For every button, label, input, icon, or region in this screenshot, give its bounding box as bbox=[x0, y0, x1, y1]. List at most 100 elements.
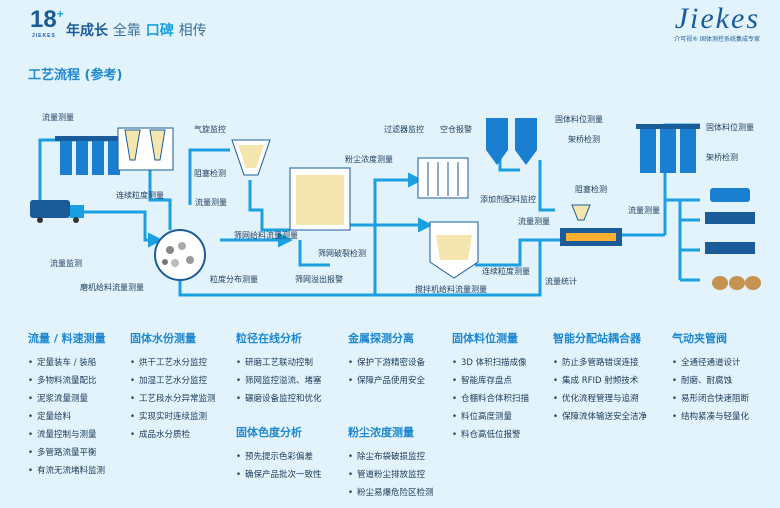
slogan-part-a: 年成长 bbox=[66, 23, 108, 39]
pipe-q bbox=[680, 198, 700, 282]
label-continuous-particle-1: 连续粒度测量 bbox=[116, 191, 164, 200]
list-item: 研磨工艺联动控制 bbox=[236, 354, 322, 372]
list-item: 智能库存盘点 bbox=[452, 372, 529, 390]
label-filter-monitor: 过滤器监控 bbox=[384, 125, 424, 134]
logo-tagline: 介可视® 固体测控系统集成专家 bbox=[674, 36, 760, 43]
pipe-c bbox=[148, 160, 172, 230]
extruder-icon bbox=[560, 204, 622, 246]
label-continuous-particle-2: 连续粒度测量 bbox=[482, 267, 530, 276]
list-item: 集成 RFID 射频技术 bbox=[553, 372, 647, 390]
list-item: 定量给料 bbox=[28, 408, 106, 426]
label-empty-bin: 空仓报警 bbox=[440, 125, 472, 134]
list-item: 流量控制与测量 bbox=[28, 426, 106, 444]
label-level-measure-2: 固体料位测量 bbox=[706, 123, 754, 132]
pipe-n bbox=[475, 238, 560, 267]
list-item: 除尘布袋破损监控 bbox=[348, 448, 434, 466]
slogan-part-b: 全靠 bbox=[112, 23, 141, 39]
list-item: 泥浆流量测量 bbox=[28, 390, 106, 408]
label-flow-measure-4: 流量测量 bbox=[628, 206, 660, 215]
list-item: 成品水分质检 bbox=[130, 426, 216, 444]
feature-dust: 粉尘浓度测量 除尘布袋破损监控 管道粉尘排放监控 粉尘易爆危险区检测 bbox=[348, 424, 434, 502]
slogan: 年成长 全靠 口碑 相传 bbox=[66, 20, 207, 40]
slogan-part-c: 口碑 bbox=[145, 23, 174, 39]
feature-pinch-valve: 气动夹管阀 全通径通道设计 耐磨、耐腐蚀 易形闭合快速阻断 结构紧凑与轻量化 bbox=[672, 330, 749, 426]
label-additive-dosing: 添加剂配料监控 bbox=[480, 195, 536, 204]
list-item: 全通径通道设计 bbox=[672, 354, 749, 372]
label-cyclone-monitor: 气旋监控 bbox=[194, 125, 226, 134]
label-mill-feed-flow: 磨机给料流量测量 bbox=[80, 283, 144, 292]
list-item: 料仓高低位报警 bbox=[452, 426, 529, 444]
pipe-o bbox=[190, 240, 542, 297]
list-item: 料位高度测量 bbox=[452, 408, 529, 426]
mixer-icon bbox=[429, 221, 479, 279]
feature-metal: 金属探测分离 保护下游精密设备 保障产品使用安全 bbox=[348, 330, 425, 390]
pipe-d bbox=[188, 148, 230, 205]
pipe-l bbox=[538, 160, 555, 212]
anniversary-badge: 18+ JIEKES bbox=[30, 6, 64, 39]
cyclone-icon bbox=[231, 139, 271, 176]
slogan-part-d: 相传 bbox=[178, 23, 207, 39]
pipe-g bbox=[298, 240, 330, 267]
label-blockage-2: 阻塞检测 bbox=[575, 185, 607, 194]
list-item: 3D 体积扫描成像 bbox=[452, 354, 529, 372]
list-item: 保障产品使用安全 bbox=[348, 372, 425, 390]
feature-particle: 粒径在线分析 研磨工艺联动控制 筛网监控溢流、堵塞 碾磨设备监控和优化 bbox=[236, 330, 322, 408]
ball-mill-icon bbox=[154, 229, 206, 281]
screen-unit-icon bbox=[289, 167, 351, 231]
label-particle-distribution: 粒度分布测量 bbox=[210, 275, 258, 284]
label-flow-measure-3: 流量测量 bbox=[518, 217, 550, 226]
badge-plus: + bbox=[56, 7, 64, 21]
label-level-measure-1: 固体料位测量 bbox=[555, 115, 603, 124]
list-item: 管道粉尘排放监控 bbox=[348, 466, 434, 484]
list-item: 工艺段水分异常监测 bbox=[130, 390, 216, 408]
list-item: 预先提示色彩偏差 bbox=[236, 448, 322, 466]
list-item: 易形闭合快速阻断 bbox=[672, 390, 749, 408]
pipe-b bbox=[84, 210, 163, 248]
list-item: 筛网监控溢流、堵塞 bbox=[236, 372, 322, 390]
feature-title: 气动夹管阀 bbox=[672, 332, 727, 345]
label-flow-statistics: 流量统计 bbox=[545, 277, 577, 286]
label-screen-feed-flow: 筛网给料流量测量 bbox=[234, 231, 298, 240]
label-screen-overflow: 筛网溢出报警 bbox=[295, 275, 343, 284]
feature-title: 流量 / 料速测量 bbox=[28, 332, 106, 345]
silo-group-left-icon bbox=[55, 136, 125, 175]
pipe-r bbox=[665, 198, 682, 280]
label-screen-break: 筛网破裂检测 bbox=[318, 249, 366, 258]
logo-wordmark: Jiekes bbox=[674, 2, 760, 35]
hopper-unit-icon bbox=[117, 127, 174, 171]
label-bridging-1: 架桥检测 bbox=[568, 135, 600, 144]
list-item: 实现实时连续监测 bbox=[130, 408, 216, 426]
section-title: 工艺流程 (参考) bbox=[28, 68, 123, 83]
header: 18+ JIEKES 年成长 全靠 口碑 相传 Jiekes 介可视® 固体测控… bbox=[0, 0, 780, 50]
label-flow-monitor: 流量监测 bbox=[50, 259, 82, 268]
label-blockage-1: 阻塞检测 bbox=[194, 169, 226, 178]
list-item: 碾磨设备监控和优化 bbox=[236, 390, 322, 408]
brand-logo[interactable]: Jiekes 介可视® 固体测控系统集成专家 bbox=[640, 4, 760, 46]
list-item: 结构紧凑与轻量化 bbox=[672, 408, 749, 426]
truck-icon bbox=[30, 200, 84, 223]
label-flow-measure-2: 流量测量 bbox=[195, 198, 227, 207]
feature-title: 金属探测分离 bbox=[348, 332, 414, 345]
feature-title: 智能分配站耦合器 bbox=[553, 332, 641, 345]
list-item: 仓棚料合体积扫描 bbox=[452, 390, 529, 408]
list-item: 确保产品批次一致性 bbox=[236, 466, 322, 484]
list-item: 耐磨、耐腐蚀 bbox=[672, 372, 749, 390]
feature-level: 固体料位测量 3D 体积扫描成像 智能库存盘点 仓棚料合体积扫描 料位高度测量 … bbox=[452, 330, 529, 444]
list-item: 有流无流堵料监测 bbox=[28, 462, 106, 480]
silo-group-right-icon bbox=[636, 124, 700, 173]
list-item: 粉尘易爆危险区检测 bbox=[348, 484, 434, 502]
vehicles-right-icon bbox=[705, 188, 761, 290]
additive-silo-icon bbox=[486, 118, 537, 165]
badge-brand: JIEKES bbox=[32, 33, 56, 39]
feature-title: 固体水份测量 bbox=[130, 332, 196, 345]
list-item: 防止多管路错误连接 bbox=[553, 354, 647, 372]
badge-number: 18 bbox=[30, 6, 57, 33]
list-item: 多管路流量平衡 bbox=[28, 444, 106, 462]
feature-title: 固体料位测量 bbox=[452, 332, 518, 345]
list-item: 保障流体输送安全洁净 bbox=[553, 408, 647, 426]
list-item: 加湿工艺水分监控 bbox=[130, 372, 216, 390]
feature-coupler: 智能分配站耦合器 防止多管路错误连接 集成 RFID 射频技术 优化流程管理与追… bbox=[553, 330, 647, 426]
pipe-e bbox=[248, 180, 290, 232]
label-flow-measure-1: 流量测量 bbox=[42, 113, 74, 122]
